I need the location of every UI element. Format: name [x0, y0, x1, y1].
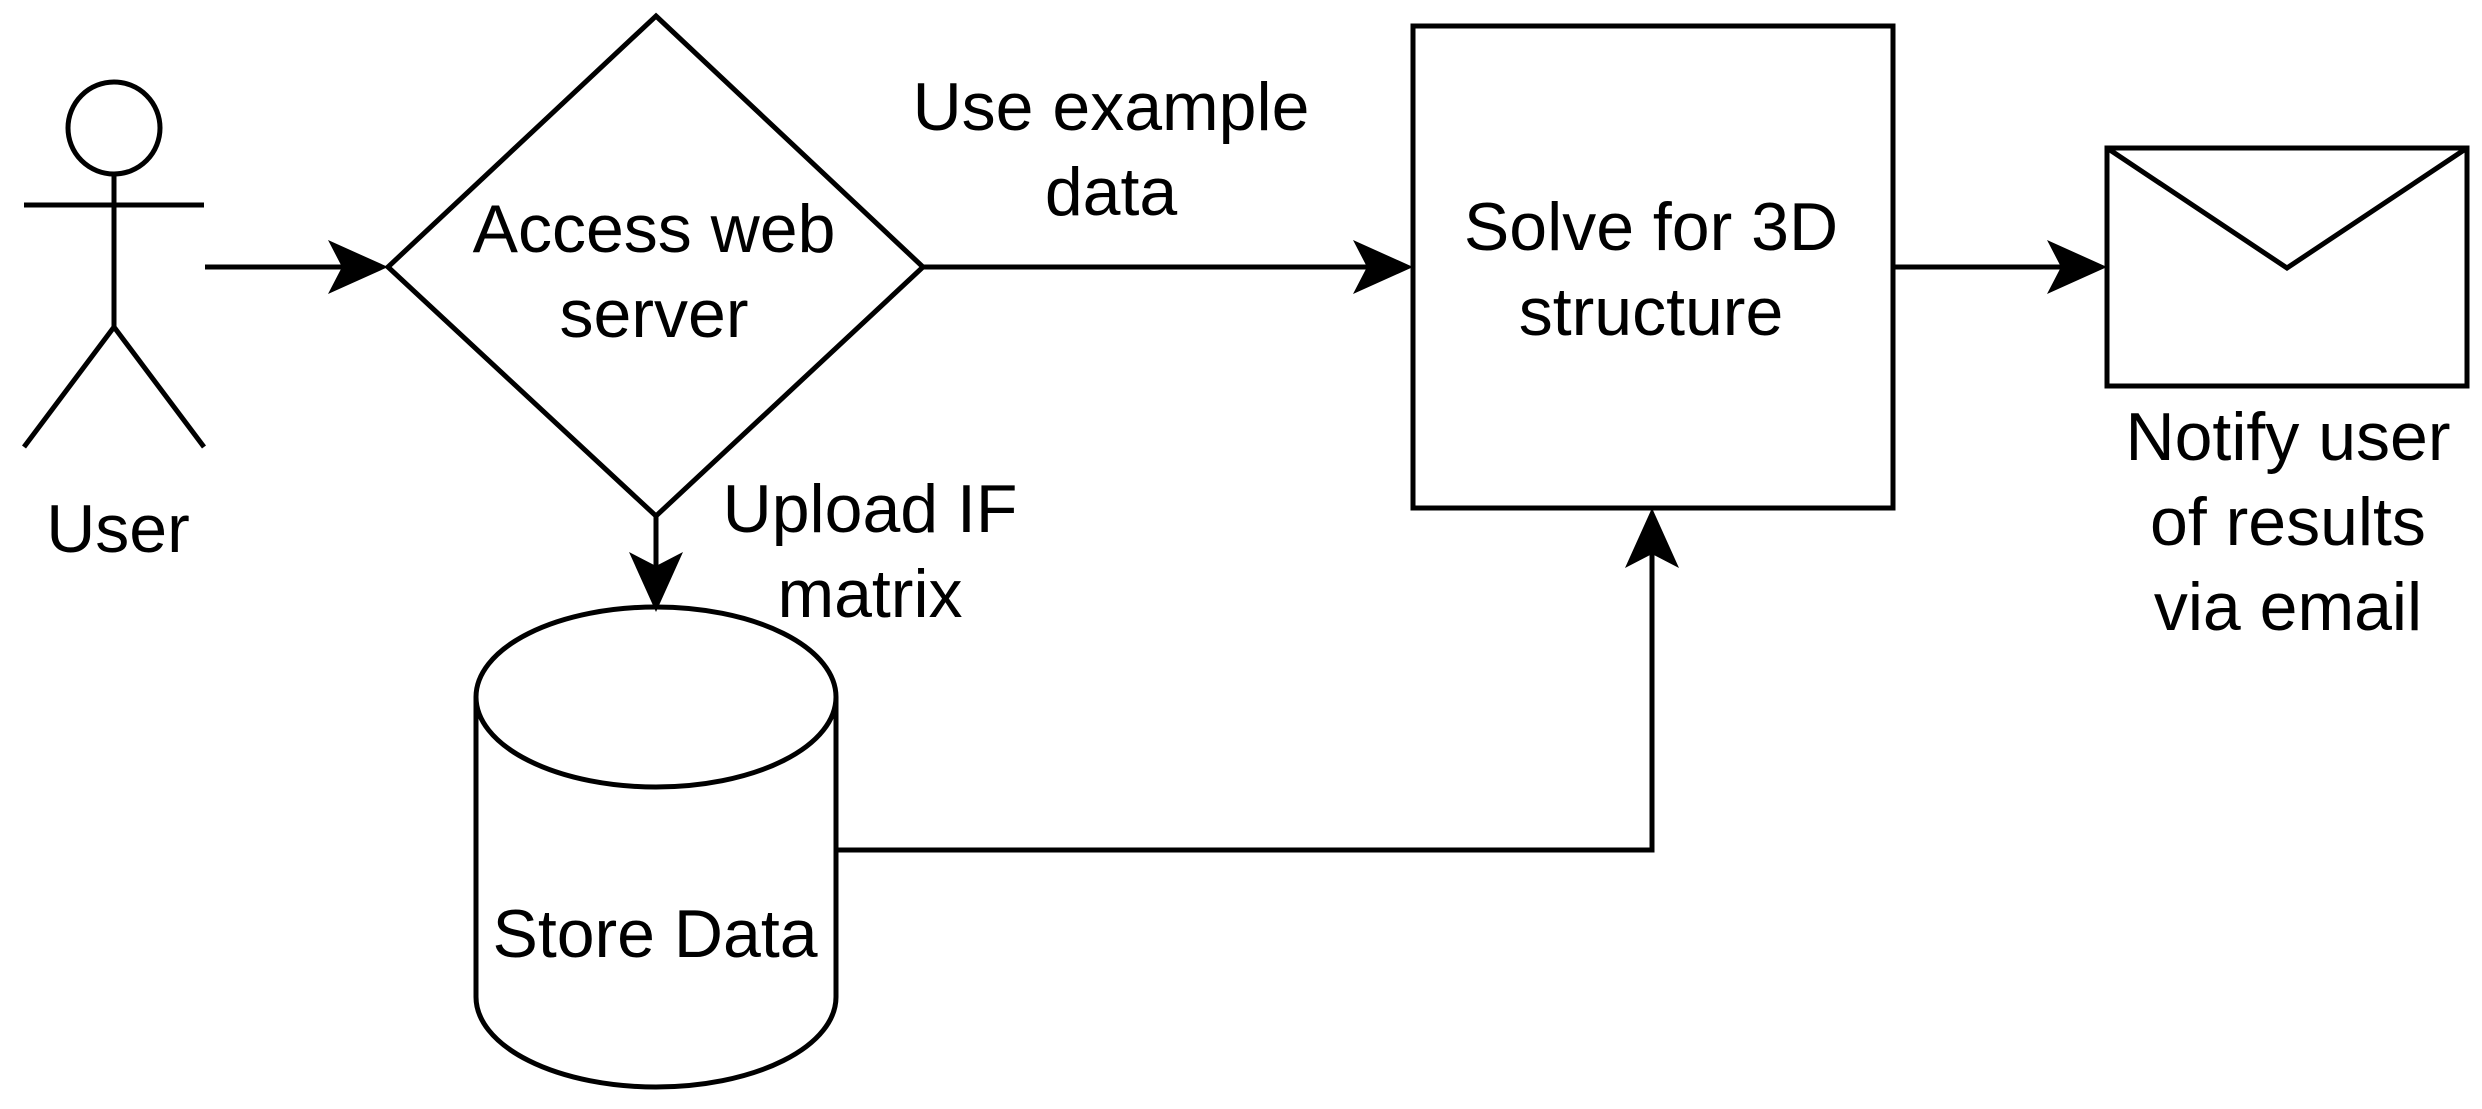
svg-text:Solve for 3D: Solve for 3D [1464, 189, 1838, 265]
store-data-label: Store Data [492, 896, 817, 972]
edge-access-to-store [629, 516, 683, 612]
svg-text:structure: structure [1519, 274, 1784, 350]
access-web-server-label-line-2: server [560, 276, 749, 352]
edge-label-upload-if-matrix-line-1: Upload IF [723, 471, 1018, 547]
edge-store-to-solve [836, 508, 1679, 853]
edge-label-upload-if-matrix-line-2: matrix [777, 556, 962, 632]
notify-label-line-3: via email [2154, 569, 2422, 645]
edge-label-use-example-data-line-1: Use example [913, 69, 1310, 145]
store-data-node: Store Data [473, 604, 839, 1090]
solve-3d-structure-node: Solve for 3D structure [1410, 23, 1896, 511]
notify-label-line-2: of results [2150, 484, 2426, 560]
svg-text:server: server [560, 276, 749, 352]
user-actor-icon [22, 79, 206, 449]
edge-label-use-example-data-line-2: data [1045, 154, 1178, 230]
solve-3d-structure-label-line-2: structure [1519, 274, 1784, 350]
solve-3d-structure-label-line-1: Solve for 3D [1464, 189, 1838, 265]
notify-label-line-1: Notify user [2126, 399, 2451, 475]
access-web-server-label-line-1: Access web [473, 191, 836, 267]
svg-text:Access web: Access web [473, 191, 836, 267]
svg-text:Store Data: Store Data [492, 896, 817, 972]
edge-access-to-solve [923, 240, 1413, 294]
edge-user-to-access [205, 240, 388, 294]
edge-solve-to-notify [1893, 240, 2107, 294]
access-web-server-node: Access web server [384, 12, 927, 520]
user-label: User [46, 491, 190, 567]
email-envelope-icon [2104, 145, 2470, 389]
